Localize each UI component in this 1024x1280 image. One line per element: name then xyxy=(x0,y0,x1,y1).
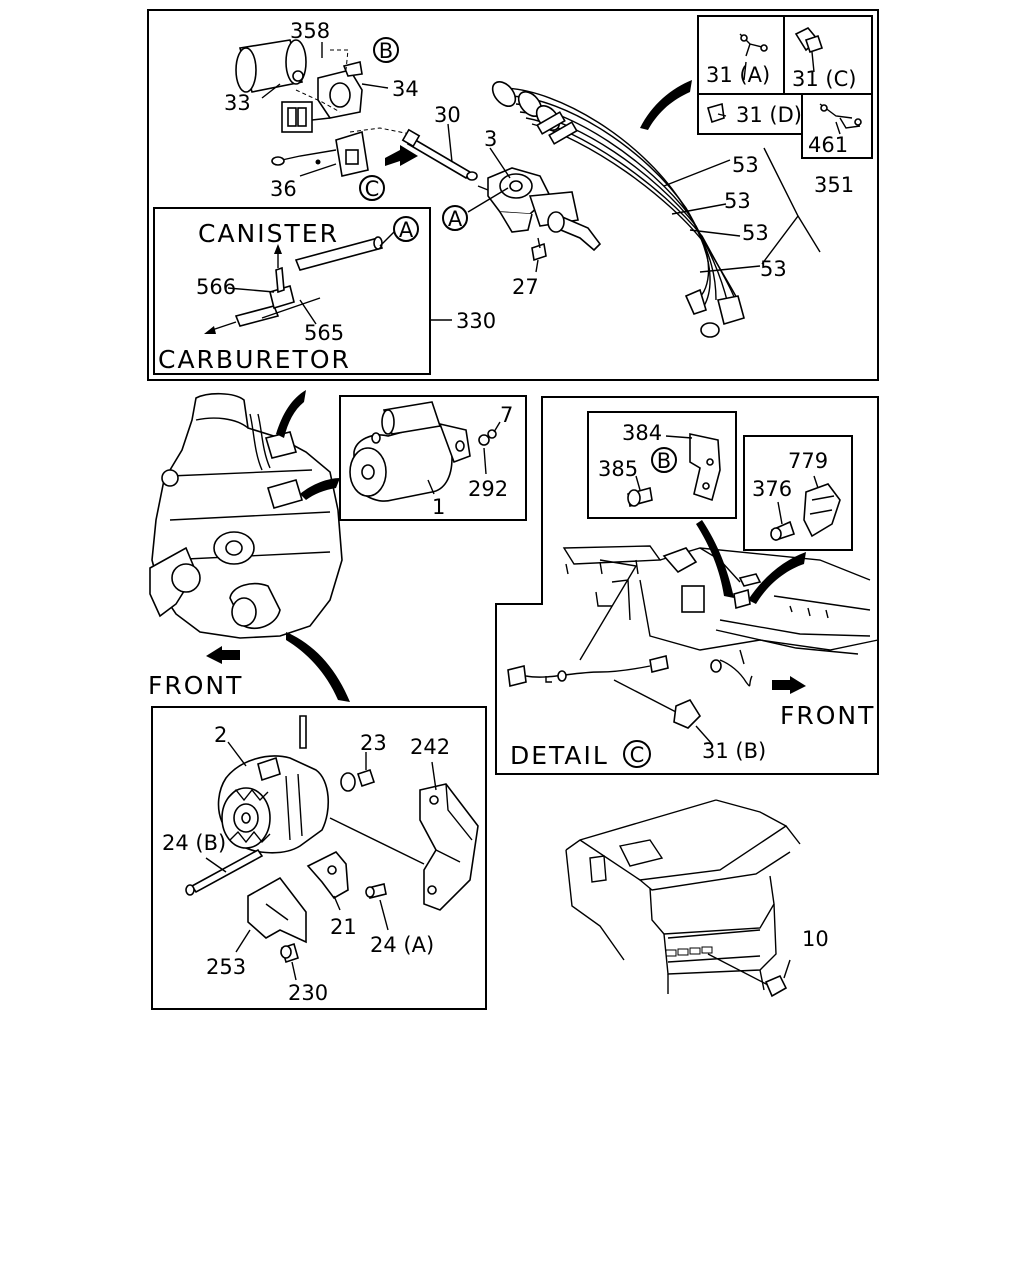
callout-53-4: 53 xyxy=(760,257,787,281)
callout-31d: 31 (D) xyxy=(736,103,802,127)
marker-a: A xyxy=(448,207,463,231)
callout-24b: 24 (B) xyxy=(162,831,226,855)
callout-23: 23 xyxy=(360,731,387,755)
sensor-assembly-drawing xyxy=(271,130,369,177)
label-front-right: FRONT xyxy=(780,701,875,730)
inset-461 xyxy=(801,93,873,159)
curved-arrow-icon xyxy=(640,80,692,130)
marker-b: B xyxy=(379,39,393,63)
ignition-panel-frame xyxy=(147,9,879,381)
callout-1: 1 xyxy=(432,495,445,519)
callout-21: 21 xyxy=(330,915,357,939)
detail-c-panel: B 384 385 779 376 xyxy=(495,396,879,775)
callout-330: 330 xyxy=(456,309,496,333)
label-carburetor: CARBURETOR xyxy=(158,345,351,374)
callout-376: 376 xyxy=(752,477,792,501)
marker-a-circle xyxy=(442,205,468,231)
callout-779: 779 xyxy=(788,449,828,473)
callout-2: 2 xyxy=(214,723,227,747)
callout-7: 7 xyxy=(500,403,513,427)
label-canister: CANISTER xyxy=(198,219,339,248)
marker-b-detail-circle xyxy=(651,447,677,473)
callout-566: 566 xyxy=(196,275,236,299)
callout-351: 351 xyxy=(814,173,854,197)
pointer-icon xyxy=(300,478,340,500)
alternator-panel: 2 23 242 24 (B) 21 24 (A) 253 230 xyxy=(151,706,487,1010)
plug-wires-drawing xyxy=(491,81,745,338)
coil-bracket-drawing xyxy=(317,61,363,119)
callout-53-3: 53 xyxy=(742,221,769,245)
arrow-icon xyxy=(385,145,418,166)
callout-292: 292 xyxy=(468,477,508,501)
starter-panel-frame xyxy=(339,395,527,521)
callout-358: 358 xyxy=(290,19,330,43)
pointer-icon xyxy=(696,520,734,598)
callout-53-1: 53 xyxy=(732,153,759,177)
hose-subpanel-frame xyxy=(153,207,431,375)
dashboard-view: 10 xyxy=(565,799,829,998)
engine-overview: FRONT xyxy=(148,390,350,702)
callout-34: 34 xyxy=(392,77,419,101)
callout-36: 36 xyxy=(270,177,297,201)
marker-c-detail: C xyxy=(630,743,645,767)
callout-253: 253 xyxy=(206,955,246,979)
callout-384: 384 xyxy=(622,421,662,445)
callout-24a: 24 (A) xyxy=(370,933,434,957)
callout-565: 565 xyxy=(304,321,344,345)
pointer-icon xyxy=(276,390,306,438)
distributor-drawing xyxy=(477,167,602,252)
marker-c: C xyxy=(365,177,380,201)
front-arrow-icon xyxy=(772,676,806,694)
pointer-icon xyxy=(286,632,350,702)
callout-31b: 31 (B) xyxy=(702,739,766,763)
distributor-cable-drawing xyxy=(401,128,478,181)
label-front-left: FRONT xyxy=(148,671,243,700)
marker-b-circle xyxy=(373,37,399,63)
callout-31a: 31 (A) xyxy=(706,63,770,87)
ignition-panel: B C A A 358 33 34 30 3 36 27 330 566 565… xyxy=(147,9,879,381)
front-arrow-icon xyxy=(206,646,240,664)
marker-c-detail-circle xyxy=(623,740,651,768)
label-detail: DETAIL xyxy=(510,741,609,770)
callout-242: 242 xyxy=(410,735,450,759)
callout-30: 30 xyxy=(434,103,461,127)
igniter-module-drawing xyxy=(281,101,331,133)
distributor-bolt-drawing xyxy=(531,237,547,262)
marker-b-detail: B xyxy=(657,449,671,473)
clip-insets xyxy=(697,15,873,159)
inset-779 xyxy=(743,435,853,551)
starter-panel: 7 292 1 xyxy=(339,395,527,521)
vacuum-hose-drawing xyxy=(204,231,395,334)
callout-3: 3 xyxy=(484,127,497,151)
callout-33: 33 xyxy=(224,91,251,115)
inset-384 xyxy=(587,411,737,519)
callout-31c: 31 (C) xyxy=(792,67,856,91)
callout-230: 230 xyxy=(288,981,328,1005)
callout-461: 461 xyxy=(808,133,848,157)
callout-385: 385 xyxy=(598,457,638,481)
marker-c-circle xyxy=(359,175,385,201)
alternator-panel-frame xyxy=(151,706,487,1010)
ignition-coil-drawing xyxy=(235,39,307,93)
detail-c-panel-frame xyxy=(495,396,879,775)
callout-10: 10 xyxy=(802,927,829,951)
callout-53-2: 53 xyxy=(724,189,751,213)
pointer-icon xyxy=(748,552,806,604)
marker-a-hose: A xyxy=(399,218,414,242)
marker-a-circle-hose xyxy=(393,216,419,242)
callout-27: 27 xyxy=(512,275,539,299)
